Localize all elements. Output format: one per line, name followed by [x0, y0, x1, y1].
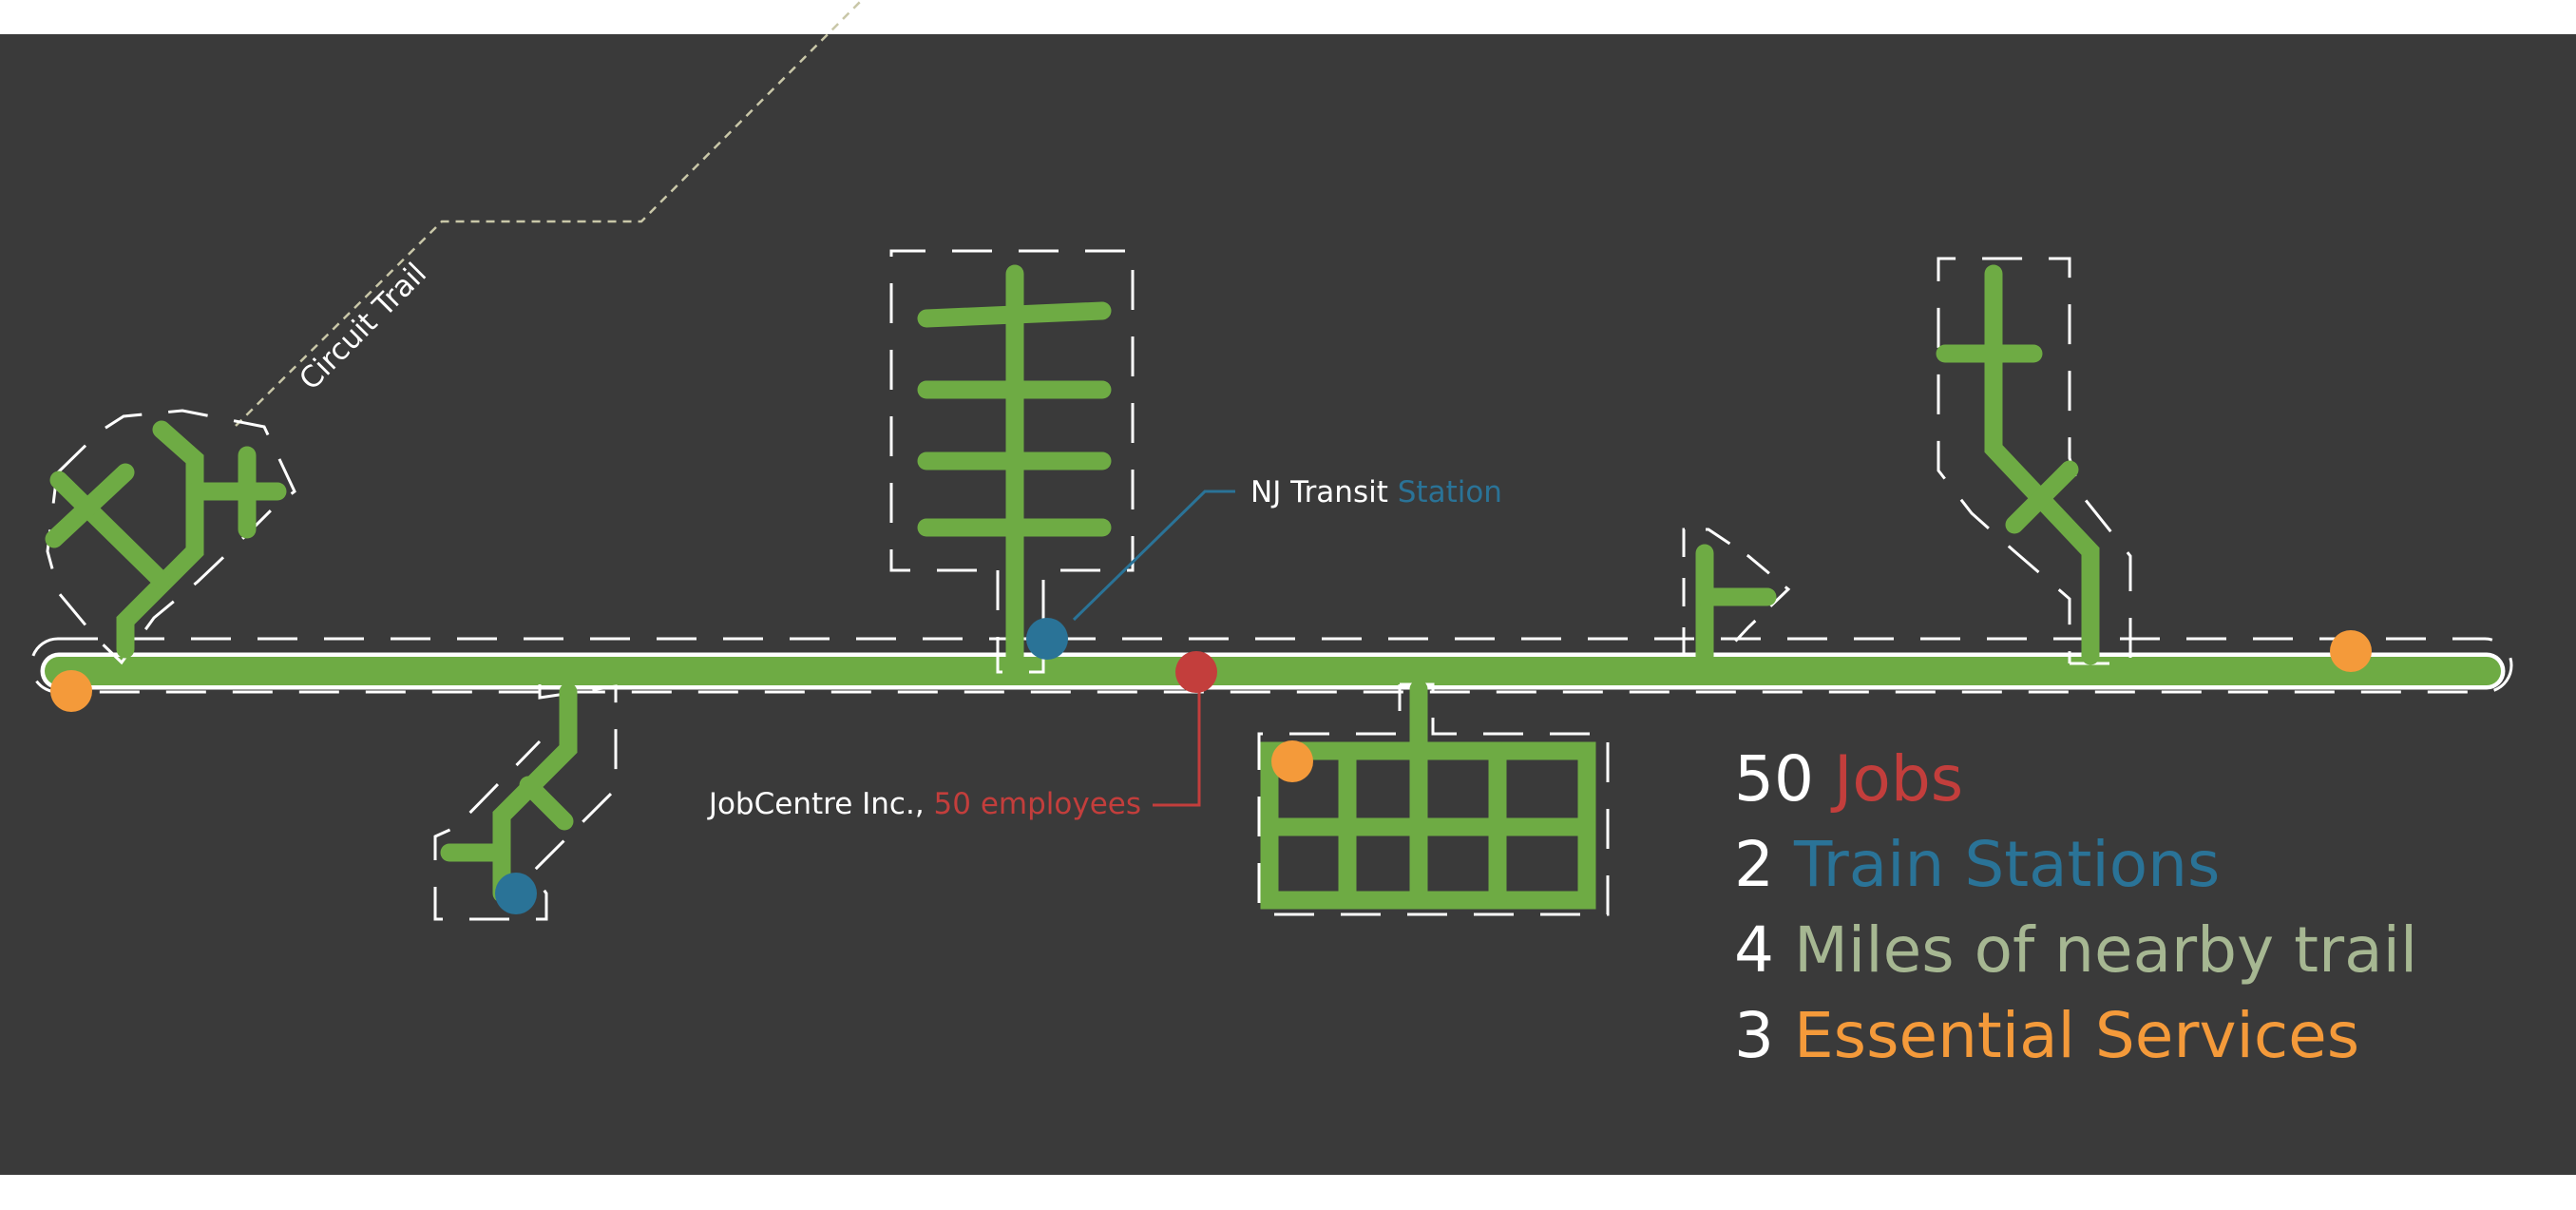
stat-jobs: 50 Jobs: [1734, 742, 1963, 816]
employer-callout-line: [1153, 675, 1201, 807]
essential-service-marker: [50, 670, 92, 712]
train-station-marker: [495, 873, 537, 914]
neighborhood-comb: [889, 249, 1135, 674]
background-panel: [0, 34, 2576, 1175]
train-station-marker: [1026, 618, 1068, 660]
neighborhood-top-left: [45, 409, 296, 665]
neighborhood-bottom-left: [433, 682, 618, 921]
employer-label: JobCentre Inc., 50 employees: [707, 787, 1141, 821]
stats-block: 50 Jobs 2 Train Stations 4 Miles of near…: [1734, 742, 2417, 1072]
circuit-trail-line: [235, 1, 861, 427]
stat-train-stations: 2 Train Stations: [1734, 828, 2220, 901]
neighborhood-right: [1936, 257, 2132, 665]
job-center-marker: [1175, 651, 1217, 693]
stat-trail-miles: 4 Miles of nearby trail: [1734, 913, 2417, 987]
main-road: [29, 637, 2513, 694]
neighborhood-grid: [1257, 680, 1610, 916]
transit-station-label: NJ Transit Station: [1250, 475, 1502, 509]
essential-service-marker: [1271, 740, 1313, 782]
stat-essential-services: 3 Essential Services: [1734, 999, 2359, 1072]
neighborhood-small-spur: [1682, 528, 1791, 665]
essential-service-marker: [2330, 630, 2372, 672]
transit-callout-line: [1072, 490, 1235, 622]
